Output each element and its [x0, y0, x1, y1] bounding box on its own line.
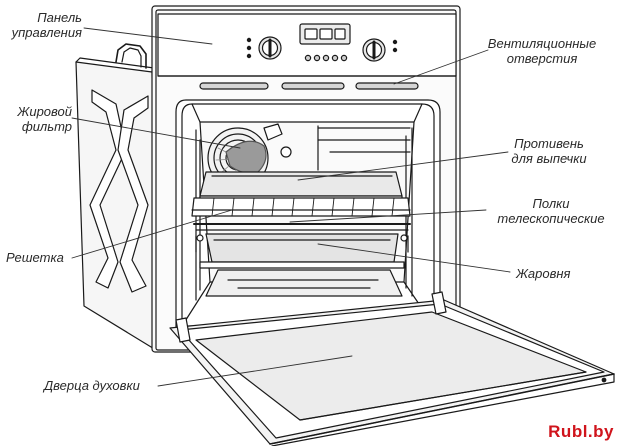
label-roasting-pan-text: Жаровня — [516, 266, 571, 281]
label-grease-filter-line2: фильтр — [21, 119, 72, 134]
label-baking-tray-line1: Противень — [514, 136, 584, 151]
label-baking-tray: Противень для выпечки — [494, 136, 604, 166]
label-grease-filter: Жировой фильтр — [4, 104, 72, 134]
label-oven-door-text: Дверца духовки — [44, 378, 140, 393]
label-telescopic-shelves-line1: Полки — [532, 196, 570, 211]
label-telescopic-shelves-line2: телескопические — [497, 211, 605, 226]
label-control-panel-line2: управления — [11, 25, 82, 40]
label-grease-filter-line1: Жировой — [17, 104, 72, 119]
leader-lines — [71, 27, 511, 387]
cavity-floor — [205, 269, 403, 297]
telescopic-shelves — [193, 223, 411, 253]
wire-rack — [191, 197, 411, 217]
label-oven-door: Дверца духовки — [44, 378, 140, 393]
roasting-pan — [199, 233, 405, 269]
label-roasting-pan: Жаровня — [516, 266, 571, 281]
label-baking-tray-line2: для выпечки — [511, 151, 587, 166]
label-vents-line2: отверстия — [506, 51, 578, 66]
left-knob-icon — [246, 36, 282, 60]
ventilation-slots — [199, 82, 419, 90]
label-vents: Вентиляционные отверстия — [480, 36, 604, 66]
label-telescopic-shelves: Полки телескопические — [488, 196, 614, 226]
oven-door — [169, 291, 615, 446]
label-vents-line1: Вентиляционные — [487, 36, 597, 51]
oven-side-housing — [75, 43, 157, 351]
right-knob-icon — [362, 38, 398, 62]
control-panel — [157, 13, 457, 77]
label-control-panel-line1: Панель — [37, 10, 82, 25]
brand-logo-text: Rubl.by — [548, 422, 614, 441]
label-rack-text: Решетка — [6, 250, 64, 265]
label-rack: Решетка — [6, 250, 64, 265]
label-control-panel: Панель управления — [8, 10, 82, 40]
timer-display — [299, 23, 351, 62]
